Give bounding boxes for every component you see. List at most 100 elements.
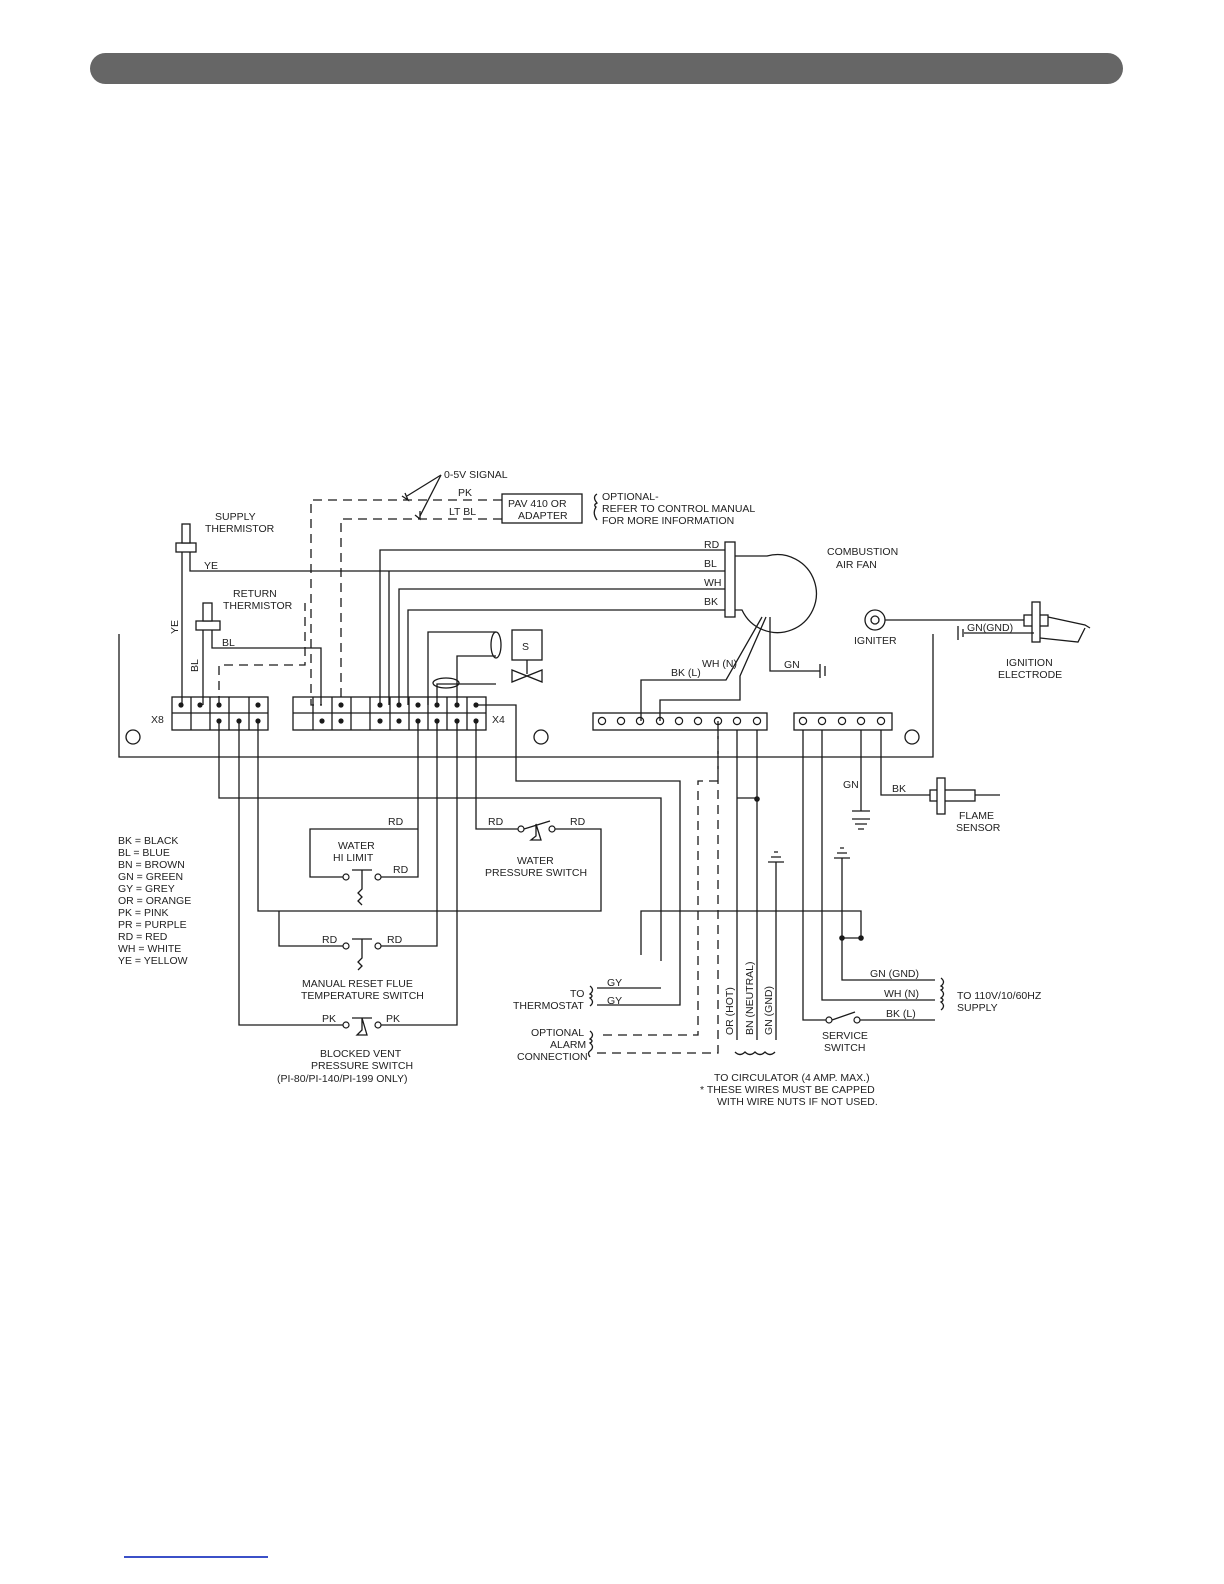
- flue-rd-left: RD: [322, 934, 338, 946]
- hi-limit-label-2: HI LIMIT: [333, 852, 374, 864]
- supply-label-1: TO 110V/10/60HZ: [957, 990, 1042, 1002]
- return-thermistor-label-1: RETURN: [233, 588, 277, 600]
- pav-label-2: ADAPTER: [518, 510, 568, 522]
- vent-pk-right: PK: [386, 1013, 400, 1025]
- color-legend: BK = BLACK BL = BLUE BN = BROWN GN = GRE…: [118, 835, 191, 967]
- tstat-gy-1: GY: [607, 977, 622, 989]
- optional-note-3: FOR MORE INFORMATION: [602, 515, 734, 527]
- optional-note-1: OPTIONAL-: [602, 491, 659, 503]
- igniter-electrode: IGNITER GN(GND) IGNITION ELECTRODE: [854, 601, 1091, 681]
- supply-bk-l: BK (L): [886, 1008, 916, 1020]
- fan-wire-wh-label: WH: [704, 577, 722, 589]
- wire-bl-label-1: BL: [222, 637, 235, 649]
- terminal-strip-2: [793, 712, 893, 731]
- return-thermistor-label-2: THERMISTOR: [223, 600, 293, 612]
- circ-or-hot: OR (HOT): [724, 987, 736, 1035]
- tstat-gy-2: GY: [607, 995, 622, 1007]
- legend-item: GN = GREEN: [118, 871, 183, 883]
- flame-bk-label: BK: [892, 783, 906, 795]
- gas-valve: S: [427, 629, 543, 705]
- vent-label-3: (PI-80/PI-140/PI-199 ONLY): [277, 1073, 408, 1085]
- combustion-fan-label-2: AIR FAN: [836, 559, 877, 571]
- supply-gn-gnd: GN (GND): [870, 968, 919, 980]
- supply-thermistor-label-2: THERMISTOR: [205, 523, 275, 535]
- fan-wire-bl-label: BL: [704, 558, 717, 570]
- x8-label: X8: [151, 714, 164, 726]
- fan-wire-wh-n-label: WH (N): [702, 658, 737, 670]
- vent-label-2: PRESSURE SWITCH: [311, 1060, 413, 1072]
- service-switch-label-1: SERVICE: [822, 1030, 868, 1042]
- electrode-label-2: ELECTRODE: [998, 669, 1062, 681]
- pav-label-1: PAV 410 OR: [508, 498, 567, 510]
- igniter-label: IGNITER: [854, 635, 897, 647]
- signal-label: 0-5V SIGNAL: [444, 469, 508, 481]
- ground-gn-label: GN: [843, 779, 859, 791]
- legend-item: RD = RED: [118, 931, 168, 943]
- wire-ye-label-1: YE: [204, 560, 218, 572]
- signal-pk-label: PK: [458, 487, 472, 499]
- power-supply-wiring: GN (GND) WH (N) BK (L) TO 110V/10/60HZ S…: [802, 730, 1042, 1054]
- alarm-label-3: CONNECTION: [517, 1051, 588, 1063]
- alarm-label-2: ALARM: [550, 1039, 586, 1051]
- combustion-fan-label-1: COMBUSTION: [827, 546, 898, 558]
- header-bar: [90, 53, 1123, 84]
- combustion-fan: COMBUSTION AIR FAN RD BL WH BK BK (L) WH…: [379, 539, 898, 721]
- legend-item: BK = BLACK: [118, 835, 178, 847]
- supply-thermistor-label-1: SUPPLY: [215, 511, 256, 523]
- wire-ye-label-2: YE: [169, 620, 181, 634]
- hi-limit-rd-right: RD: [393, 864, 409, 876]
- legend-item: BN = BROWN: [118, 859, 185, 871]
- legend-item: GY = GREY: [118, 883, 175, 895]
- flue-label-2: TEMPERATURE SWITCH: [301, 990, 424, 1002]
- legend-item: OR = ORANGE: [118, 895, 191, 907]
- thermostat-label-2: THERMOSTAT: [513, 1000, 584, 1012]
- electrode-label-1: IGNITION: [1006, 657, 1053, 669]
- circ-bn-neutral: BN (NEUTRAL): [744, 961, 756, 1035]
- hi-limit-label-1: WATER: [338, 840, 375, 852]
- fan-wire-gn-label: GN: [784, 659, 800, 671]
- optional-note-2: REFER TO CONTROL MANUAL: [602, 503, 755, 515]
- signal-wiring: 0-5V SIGNAL PK LT BL PAV 410 OR ADAPTER …: [310, 469, 755, 706]
- flame-sensor-label-1: FLAME: [959, 810, 994, 822]
- control-board: [118, 634, 934, 758]
- thermostat-label-1: TO: [570, 988, 584, 1000]
- wire-bl-label-2: BL: [189, 659, 201, 672]
- hi-limit-rd-top: RD: [388, 816, 404, 828]
- circulator-note-3: WITH WIRE NUTS IF NOT USED.: [717, 1096, 878, 1108]
- signal-ltbl-label: LT BL: [449, 506, 476, 518]
- flame-sensor-label-2: SENSOR: [956, 822, 1001, 834]
- x4-label: X4: [492, 714, 505, 726]
- vent-pk-left: PK: [322, 1013, 336, 1025]
- circulator-note-2: * THESE WIRES MUST BE CAPPED: [700, 1084, 875, 1096]
- legend-item: PR = PURPLE: [118, 919, 187, 931]
- flue-label-1: MANUAL RESET FLUE: [302, 978, 413, 990]
- fan-wire-bk-label: BK: [704, 596, 718, 608]
- supply-thermistor: SUPPLY THERMISTOR YE YE: [169, 511, 730, 705]
- fan-wire-bk-l-label: BK (L): [671, 667, 701, 679]
- flue-rd-right: RD: [387, 934, 403, 946]
- return-thermistor: RETURN THERMISTOR BL BL: [189, 588, 322, 705]
- legend-item: WH = WHITE: [118, 943, 181, 955]
- electrode-gnd-label: GN(GND): [967, 622, 1013, 634]
- fan-wire-rd-label: RD: [704, 539, 720, 551]
- alarm-label-1: OPTIONAL: [531, 1027, 584, 1039]
- vent-label-1: BLOCKED VENT: [320, 1048, 402, 1060]
- footer-link-underline[interactable]: [124, 1556, 268, 1558]
- pressure-label-1: WATER: [517, 855, 554, 867]
- supply-label-2: SUPPLY: [957, 1002, 998, 1014]
- pressure-label-2: PRESSURE SWITCH: [485, 867, 587, 879]
- circ-gn-gnd: GN (GND): [763, 986, 775, 1035]
- switch-loops: WATER HI LIMIT RD RD RD RD WATER PRESSUR…: [218, 721, 662, 1085]
- legend-item: BL = BLUE: [118, 847, 170, 859]
- field-wiring: GY GY TO THERMOSTAT OPTIONAL ALARM CONNE…: [476, 704, 878, 1108]
- x8-connector: X8: [151, 696, 269, 731]
- terminal-strip-1: [592, 712, 768, 731]
- circulator-note-1: TO CIRCULATOR (4 AMP. MAX.): [714, 1072, 870, 1084]
- legend-item: YE = YELLOW: [118, 955, 188, 967]
- service-switch-label-2: SWITCH: [824, 1042, 865, 1054]
- pressure-rd-right: RD: [570, 816, 586, 828]
- legend-item: PK = PINK: [118, 907, 168, 919]
- gas-valve-label: S: [522, 641, 529, 653]
- pressure-rd-left: RD: [488, 816, 504, 828]
